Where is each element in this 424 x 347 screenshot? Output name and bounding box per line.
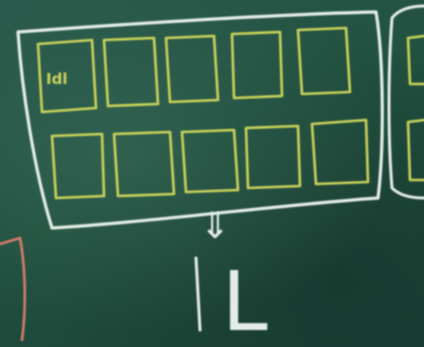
memory-cell-4: [232, 32, 282, 98]
outer-memory-box: [18, 12, 382, 228]
down-double-arrow-icon: ⇓: [200, 206, 230, 247]
first-cell-label: Idl: [46, 70, 67, 88]
memory-cell-7: [114, 132, 174, 196]
memory-cell-5: [298, 28, 350, 94]
memory-cell-6: [52, 134, 104, 198]
adjacent-cell-bottom: [408, 120, 424, 180]
memory-cell-2: [104, 38, 158, 106]
chalk-letter-symbol: L: [222, 255, 268, 347]
adjacent-cell-top: [408, 36, 424, 84]
red-partial-box: [0, 238, 25, 340]
adjacent-memory-box: [389, 6, 424, 198]
memory-cell-3: [166, 36, 218, 102]
memory-cell-10: [312, 120, 368, 184]
vertical-chalk-stroke: [196, 258, 200, 330]
memory-cell-9: [246, 126, 300, 188]
memory-cell-8: [182, 130, 238, 192]
